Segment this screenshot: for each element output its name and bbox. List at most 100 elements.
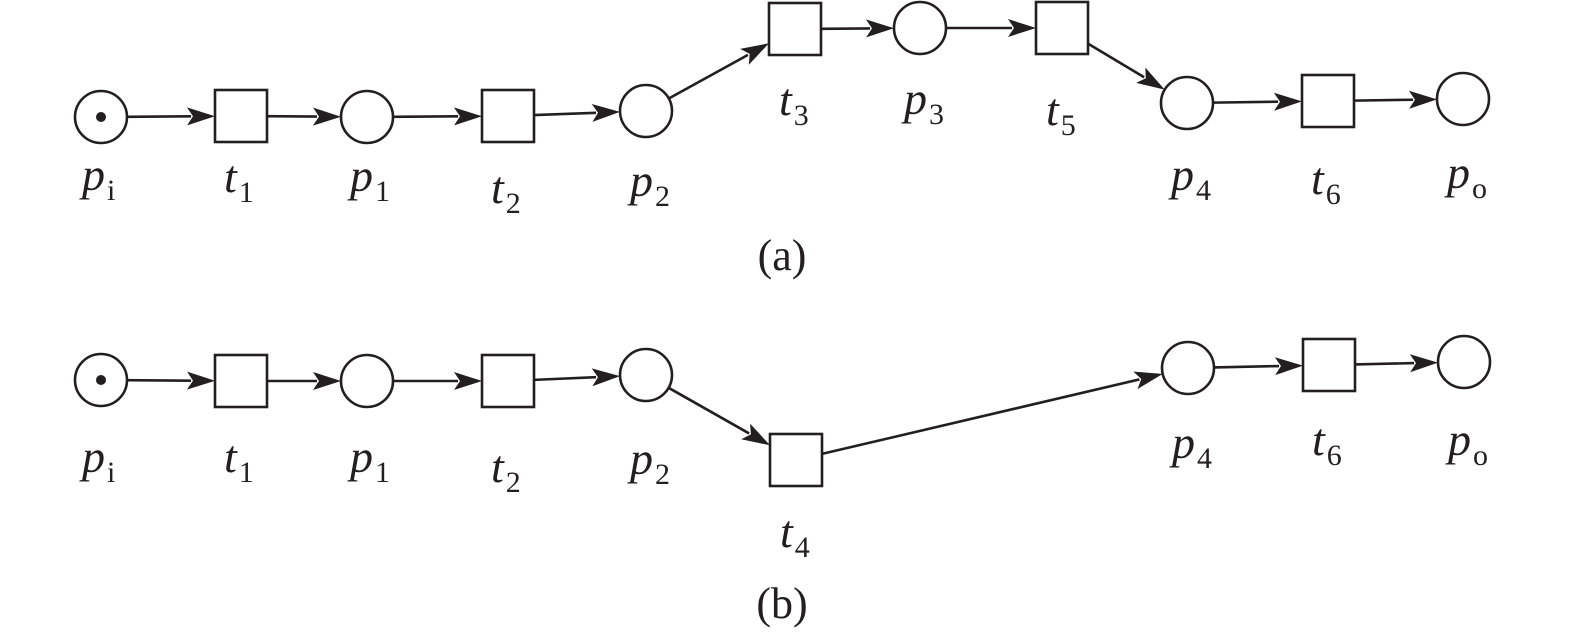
place-circle (618, 83, 674, 139)
arrow-head (312, 107, 341, 126)
node-label: t2 (491, 162, 521, 220)
node-label: t4 (780, 506, 810, 564)
transition-t3: t3 (767, 1, 823, 132)
caption-a: (a) (758, 231, 807, 280)
place-circle (1436, 334, 1492, 390)
arc-line (533, 111, 597, 117)
arc-t6-po (1353, 90, 1437, 109)
node-label-sub: o (1473, 439, 1488, 472)
node-label-sub: 2 (506, 187, 521, 220)
transition-t2: t2 (480, 88, 536, 220)
place-circle (1435, 71, 1491, 127)
arrow-head (1409, 354, 1438, 373)
transition-box (480, 88, 536, 144)
node-label-main: t (1311, 153, 1325, 204)
node-label: p4 (1168, 149, 1211, 207)
node-label: po (1445, 414, 1488, 472)
transition-t1: t1 (213, 88, 269, 209)
node-label-main: t (1312, 414, 1326, 465)
arc-p4-t6 (1213, 357, 1303, 376)
place-p4: p4 (1160, 340, 1216, 475)
arrow-head (740, 43, 769, 65)
node-label-sub: 6 (1327, 439, 1342, 472)
node-label: pi (79, 431, 115, 489)
node-label-main: t (780, 506, 794, 557)
caption-b: (b) (756, 579, 807, 628)
node-label-sub: 2 (655, 180, 670, 213)
arrow-head (1408, 90, 1437, 109)
transition-box (1301, 337, 1357, 393)
node-label-sub: 1 (239, 456, 254, 489)
place-po: po (1436, 334, 1492, 472)
arc-line (667, 386, 750, 435)
transition-t6: t6 (1300, 73, 1356, 211)
node-label-sub: i (107, 174, 115, 207)
node-label-main: p (1445, 414, 1471, 465)
node-label-main: p (79, 431, 105, 482)
node-label: t2 (491, 441, 521, 499)
transition-box (1300, 73, 1356, 129)
token-dot (96, 375, 106, 385)
arc-line (1087, 42, 1145, 79)
node-label: t1 (224, 431, 254, 489)
place-p1: p1 (339, 353, 395, 489)
arrow-head (741, 423, 770, 446)
node-label-main: t (779, 74, 793, 125)
arc-line (1354, 361, 1415, 366)
arc-t6-po (1354, 354, 1438, 373)
transition-box (768, 432, 824, 488)
node-label: p2 (627, 433, 670, 491)
arc-t4-p4 (821, 371, 1163, 456)
arc-pi-t1 (126, 107, 215, 126)
place-circle (339, 353, 395, 409)
node-label-main: p (1169, 417, 1195, 468)
arc-line (821, 378, 1140, 456)
node-label: p4 (1169, 417, 1212, 475)
node-label-sub: 3 (794, 99, 809, 132)
transition-t1: t1 (213, 353, 269, 489)
node-label: p1 (347, 431, 390, 489)
arrow-head (1136, 67, 1165, 90)
arrow-head (1273, 92, 1302, 111)
place-pi: pi (73, 89, 129, 207)
node-label-main: t (224, 431, 238, 482)
place-p1: p1 (339, 89, 395, 208)
node-label-main: p (347, 150, 373, 201)
node-label-sub: 2 (506, 466, 521, 499)
transition-t6: t6 (1301, 337, 1357, 472)
place-p2: p2 (618, 83, 674, 213)
arrow-head (591, 104, 620, 122)
place-p2: p2 (618, 347, 674, 491)
arrow-head (865, 19, 894, 38)
node-label: t6 (1311, 153, 1341, 211)
node-label-sub: 5 (1061, 109, 1076, 142)
node-label-sub: 4 (1197, 442, 1212, 475)
node-label: t5 (1046, 84, 1076, 142)
node-label-sub: 2 (655, 458, 670, 491)
node-label-sub: o (1472, 172, 1487, 205)
arc-t2-p2 (533, 368, 620, 387)
transition-box (1034, 0, 1090, 56)
node-label-main: t (224, 151, 238, 202)
place-circle (892, 0, 948, 56)
node-label-main: p (1168, 149, 1194, 200)
place-circle (1160, 340, 1216, 396)
arc-p2-t4 (667, 386, 770, 446)
node-label: pi (79, 149, 115, 207)
arrow-head (186, 107, 215, 126)
arrow-head (1008, 19, 1036, 37)
node-label-main: p (627, 433, 653, 484)
transition-box (213, 88, 269, 144)
node-label-sub: 3 (929, 98, 944, 131)
node-label: po (1444, 147, 1487, 205)
node-label-main: p (627, 155, 653, 206)
place-circle (339, 89, 395, 145)
place-circle (1159, 75, 1215, 131)
transition-t2: t2 (480, 353, 536, 499)
arrow-head (453, 107, 482, 126)
place-circle (618, 347, 674, 403)
